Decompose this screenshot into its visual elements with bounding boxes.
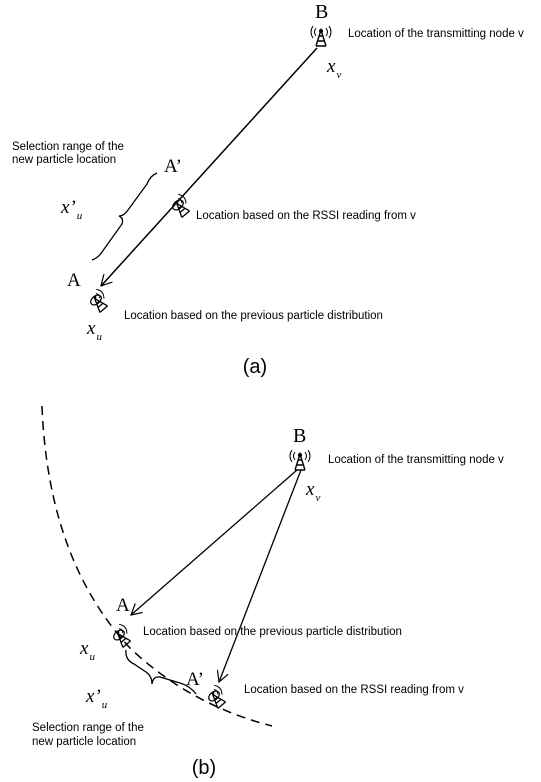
antenna-node-icon (85, 287, 112, 314)
distance-line-a (101, 47, 318, 286)
x-u-label: xu (79, 638, 95, 663)
caption-selection-line1: Selection range of the (32, 722, 144, 734)
arrow-to-a-prime (219, 469, 302, 682)
arrow-to-a (131, 469, 298, 615)
caption-selection-line2: new particle location (32, 736, 136, 748)
caption-rssi: Location based on the RSSI reading from … (196, 210, 416, 222)
panel-label-a: (a) (243, 356, 267, 378)
x-v-label: xv (326, 56, 341, 81)
caption-transmitting: Location of the transmitting node v (328, 454, 504, 466)
selection-range-brace (125, 649, 197, 695)
caption-transmitting: Location of the transmitting node v (348, 28, 524, 40)
x-v-label: xv (305, 479, 320, 504)
label-b: B (315, 1, 328, 23)
x-u-prime-label: x’u (60, 197, 83, 222)
caption-previous: Location based on the previous particle … (124, 310, 383, 322)
panel-label-b: (b) (192, 757, 216, 779)
panel-b: B Location of the transmitting node v xv… (32, 405, 504, 779)
caption-rssi: Location based on the RSSI reading from … (244, 684, 464, 696)
x-u-prime-label: x’u (85, 686, 108, 711)
label-a: A (116, 595, 130, 616)
label-a: A (67, 270, 81, 291)
x-u-label: xu (86, 318, 102, 343)
caption-selection-line1: Selection range of the (12, 141, 124, 153)
panel-a: B Location of the transmitting node v xv… (12, 1, 524, 378)
antenna-node-icon (203, 683, 230, 710)
caption-previous: Location based on the previous particle … (143, 626, 402, 638)
antenna-node-icon (289, 449, 311, 471)
label-b: B (293, 425, 306, 447)
antenna-node-icon (310, 25, 332, 47)
label-a-prime: A’ (186, 669, 204, 690)
label-a-prime: A’ (164, 156, 182, 177)
antenna-node-icon (167, 192, 194, 219)
selection-range-brace (91, 172, 158, 261)
antenna-node-icon (108, 622, 135, 649)
caption-selection-line2: new particle location (12, 154, 116, 166)
distance-arc (41, 405, 273, 727)
